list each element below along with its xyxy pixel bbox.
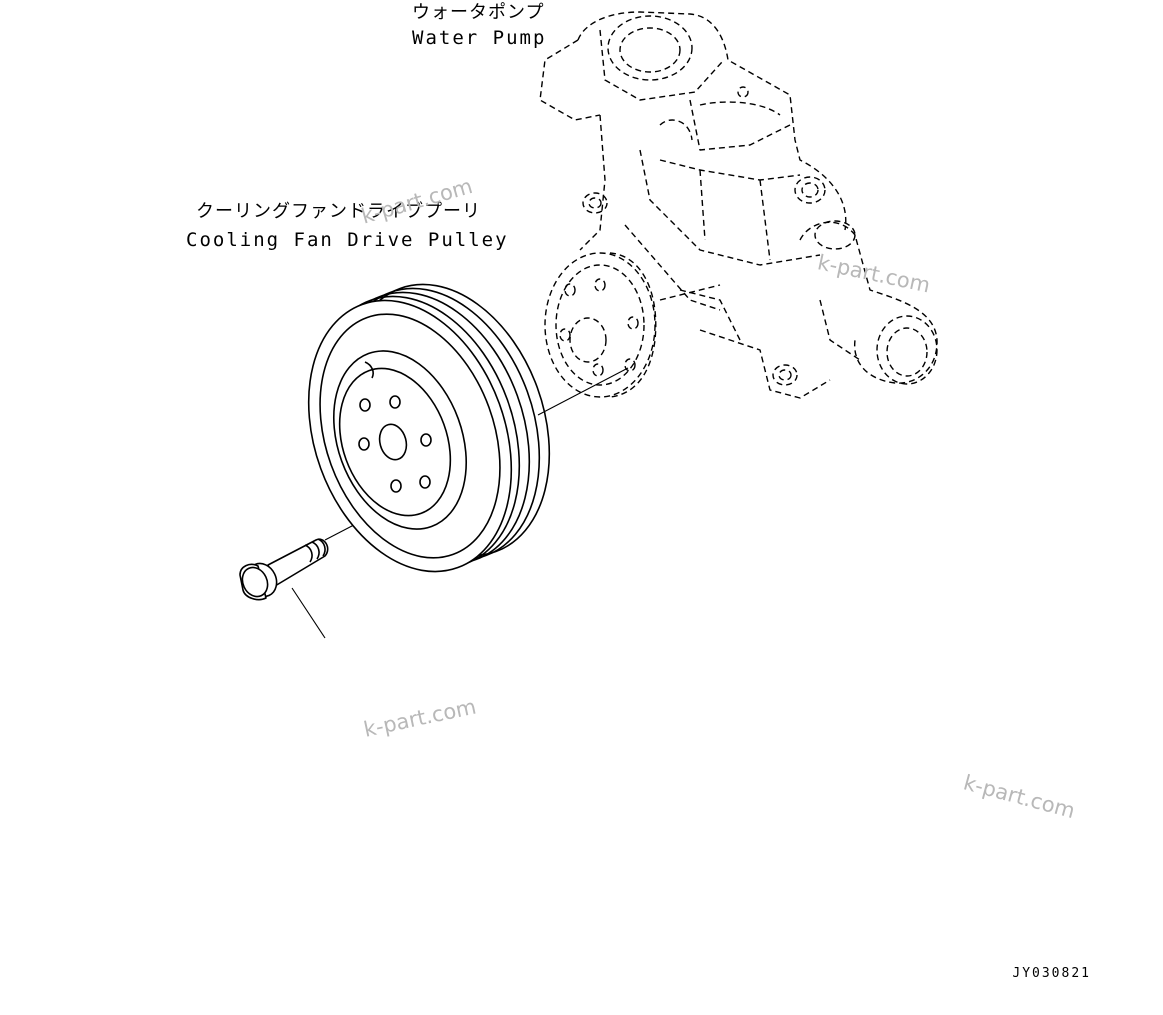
pulley-label-jp: クーリングファンドライブプーリ	[196, 201, 481, 222]
flange-bolt-illustration	[239, 538, 329, 601]
water-pump-illustration	[539, 11, 938, 399]
cooling-fan-drive-pulley-illustration	[307, 283, 551, 573]
water-pump-label-jp: ウォータポンプ	[412, 2, 545, 23]
pulley-label-en: Cooling Fan Drive Pulley	[186, 229, 509, 251]
drawing-code: JY030821	[1012, 966, 1091, 981]
water-pump-label-en: Water Pump	[412, 27, 547, 49]
